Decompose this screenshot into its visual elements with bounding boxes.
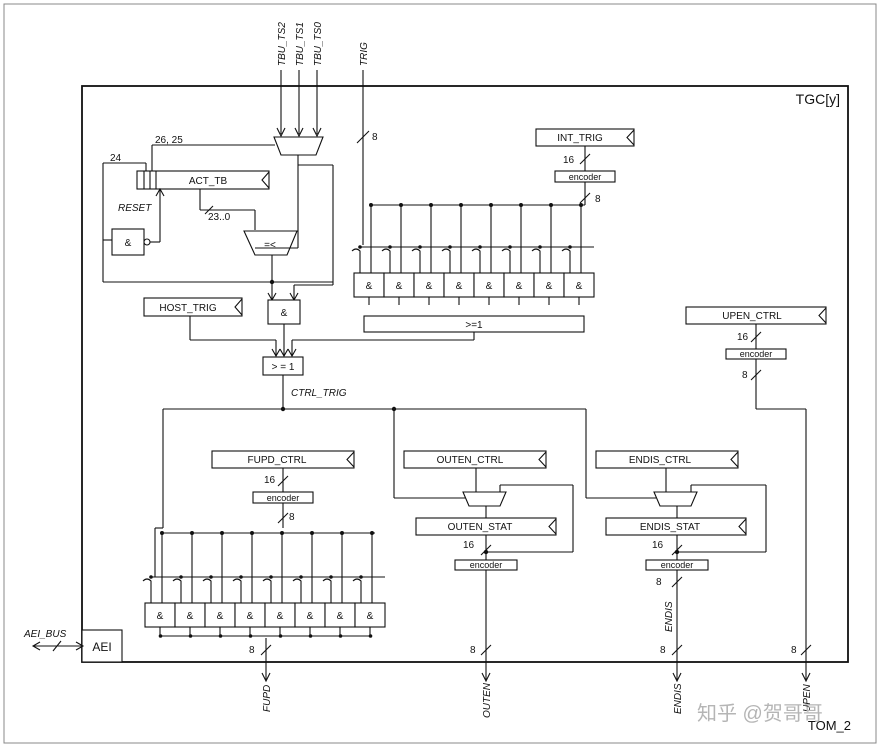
int-trig-and-label: & [576,281,583,292]
host-trig-label: HOST_TRIG [159,303,216,314]
ts-and-label: & [281,308,288,319]
trig-input: TRIG 8 [356,42,378,245]
upen-enc-width: 8 [742,370,748,381]
outen-encoder-label: encoder [470,560,503,570]
fupd-enc-width: 8 [289,512,295,523]
fupd-and-gate [174,602,206,628]
reset-label: RESET [118,203,152,214]
upen-output: UPEN [802,683,813,712]
fupd-and-label: & [277,611,284,622]
int-trig-and-array: & & & & & & & & >=1 [351,203,595,333]
fupd-and-label: & [217,611,224,622]
bits-23-0: 23..0 [208,212,231,223]
compare-label: =< [264,240,276,251]
outen-mux [462,491,507,507]
endis-stat-label: ENDIS_STAT [640,522,700,533]
bit-24: 24 [110,153,122,164]
int-trig-and-gate [383,272,415,298]
endis-enc-width: 8 [656,577,662,588]
tgc-title: TGC[y] [796,91,840,107]
act-tb-register [136,170,270,190]
ts-and-gate [267,299,301,325]
int-trig-and-gate [353,272,385,298]
int-trig-and-gate [563,272,595,298]
tbu-mux [273,136,324,156]
tbu-ts1-label: TBU_TS1 [295,22,306,66]
int-trig-and-label: & [366,281,373,292]
bits-26-25: 26, 25 [155,135,183,146]
reset-and-gate [111,228,145,256]
ctrl-trig-or-label: > = 1 [272,362,295,373]
image-border [3,3,877,744]
int-trig-and-label: & [456,281,463,292]
upen-out-width: 8 [791,645,797,656]
aei-bus-label: AEI_BUS [23,629,67,640]
endis-out-width: 8 [660,645,666,656]
fupd-and-label: & [367,611,374,622]
host-trig-register [143,297,243,317]
int-trig-width: 16 [563,155,575,166]
fupd-and-label: & [307,611,314,622]
int-trig-and-gate [413,272,445,298]
endis-encoder-label: encoder [661,560,694,570]
fupd-out-width: 8 [249,645,255,656]
int-trig-and-gate [533,272,565,298]
tbu-ts2-label: TBU_TS2 [277,22,288,66]
int-trig-label: INT_TRIG [557,133,603,144]
aei-label: AEI [92,640,111,654]
upen-ctrl-width: 16 [737,332,749,343]
fupd-and-gate [354,602,386,628]
tom-label: TOM_2 [808,718,851,733]
endis-stat-width: 16 [652,540,664,551]
int-trig-and-label: & [426,281,433,292]
int-trig-and-label: & [396,281,403,292]
fupd-and-label: & [247,611,254,622]
fupd-and-array: &&&&&&&& [142,527,386,638]
endis-ctrl-label: ENDIS_CTRL [629,455,692,466]
outen-ctrl-register [403,450,547,469]
fupd-ctrl-width: 16 [264,475,276,486]
fupd-ctrl-label: FUPD_CTRL [248,455,307,466]
compare-unit [243,230,298,256]
outen-ctrl-label: OUTEN_CTRL [437,455,504,466]
int-trig-and-label: & [516,281,523,292]
reset-and-label: & [125,238,132,249]
reset-inverter [143,238,151,246]
aei-box [81,629,123,663]
outen-stat-label: OUTEN_STAT [448,522,513,533]
fupd-output: FUPD [262,685,273,712]
outen-output: OUTEN [482,682,493,718]
int-trig-and-label: & [486,281,493,292]
trig-label: TRIG [359,42,370,66]
ctrl-trig-label: CTRL_TRIG [291,388,347,399]
trig-width: 8 [372,132,378,143]
int-trig-and-label: & [546,281,553,292]
tbu-ts0-label: TBU_TS0 [313,22,324,66]
tbu-inputs: TBU_TS2 TBU_TS1 TBU_TS0 [276,22,324,138]
upen-ctrl-label: UPEN_CTRL [722,311,782,322]
act-tb-label: ACT_TB [189,176,228,187]
endis-mux [653,491,698,507]
fupd-and-label: & [157,611,164,622]
fupd-and-label: & [187,611,194,622]
fupd-encoder-label: encoder [267,493,300,503]
endis-ctrl-register [595,450,739,469]
watermark: 知乎 @贺哥哥 [697,702,823,725]
outen-stat-width: 16 [463,540,475,551]
fupd-and-label: & [337,611,344,622]
endis-output: ENDIS [673,683,684,714]
tgc-frame [81,85,849,663]
int-trig-enc-width: 8 [595,194,601,205]
upen-encoder-label: encoder [740,349,773,359]
int-trig-encoder-label: encoder [569,172,602,182]
outen-out-width: 8 [470,645,476,656]
int-trig-or-label: >=1 [465,320,483,331]
endis-stat-register [605,517,747,536]
endis-internal-label: ENDIS [664,601,675,632]
